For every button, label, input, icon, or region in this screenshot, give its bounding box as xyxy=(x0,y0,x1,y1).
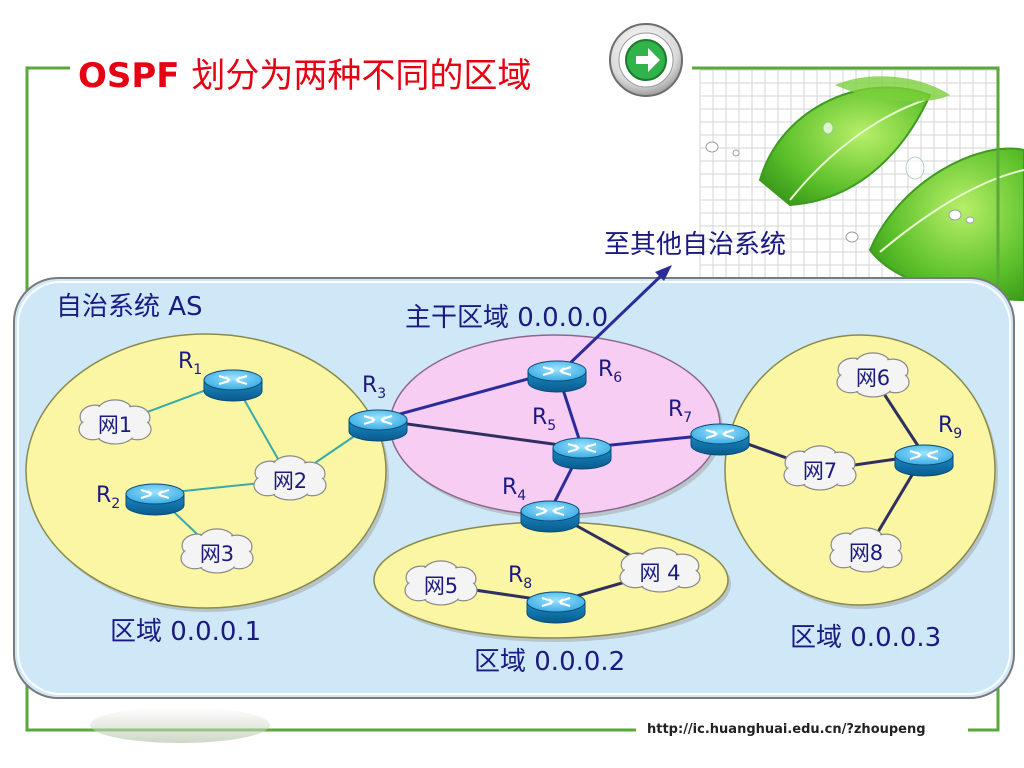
area-2-label: 区域 0.0.0.2 xyxy=(474,647,625,677)
router-arrows-icon xyxy=(542,366,572,376)
router-r1: R1 xyxy=(178,349,263,402)
router-r9: R9 xyxy=(894,413,962,477)
router-label-r4: R4 xyxy=(502,475,526,504)
router-arrows-icon xyxy=(535,506,565,516)
router-arrows-icon xyxy=(705,429,735,439)
network-label: 网3 xyxy=(200,542,234,566)
router-arrows-icon xyxy=(140,489,170,499)
backbone-area-label: 主干区域 0.0.0.0 xyxy=(405,303,608,333)
title-prefix: OSPF xyxy=(78,56,180,96)
green-arrow-right-icon xyxy=(625,39,667,81)
as-label: 自治系统 AS xyxy=(56,292,203,322)
network-cloud-n7: 网7 xyxy=(783,445,857,491)
external-as-label: 至其他自治系统 xyxy=(604,230,786,260)
router-r5: R5 xyxy=(532,405,612,470)
router-arrows-icon xyxy=(909,450,939,460)
router-arrows-icon xyxy=(541,597,571,607)
router-r3: R3 xyxy=(348,373,408,442)
leaf-decoration xyxy=(705,76,1024,302)
network-cloud-n4: 网 4 xyxy=(619,547,701,593)
router-r4: R4 xyxy=(502,475,580,533)
network-label: 网1 xyxy=(98,413,132,437)
title-text: 划分为两种不同的区域 xyxy=(191,56,532,96)
network-cloud-n3: 网3 xyxy=(180,528,254,574)
router-label-r3: R3 xyxy=(362,373,386,402)
network-cloud-n2: 网2 xyxy=(253,455,327,501)
network-label: 网2 xyxy=(273,469,307,493)
network-label: 网8 xyxy=(849,541,883,565)
slide-title: OSPF 划分为两种不同的区域 xyxy=(78,48,531,97)
router-r7: R7 xyxy=(668,397,750,456)
next-slide-button[interactable] xyxy=(609,23,683,97)
external-as-arrow xyxy=(563,265,672,370)
router-label-r9: R9 xyxy=(938,413,962,442)
router-label-r6: R6 xyxy=(598,357,622,386)
source-url: http://ic.huanghuai.edu.cn/?zhoupeng xyxy=(643,722,930,737)
router-label-r7: R7 xyxy=(668,397,692,426)
router-r8: R8 xyxy=(508,563,586,624)
router-r2: R2 xyxy=(96,483,185,516)
router-arrows-icon xyxy=(567,443,597,453)
network-label: 网6 xyxy=(856,366,890,390)
network-cloud-n1: 网1 xyxy=(78,399,152,445)
network-label: 网5 xyxy=(424,574,458,598)
network-cloud-n8: 网8 xyxy=(829,527,903,573)
router-label-r5: R5 xyxy=(532,405,556,434)
networks-layer: 网1 网2 网3 网 4 网5 网6 网7 网8 xyxy=(78,352,910,606)
network-label: 网7 xyxy=(803,459,837,483)
area-3-ellipse xyxy=(724,334,998,609)
backbone-area-ellipse xyxy=(389,334,723,519)
router-arrows-icon xyxy=(218,375,248,385)
bottom-decoration xyxy=(90,707,270,743)
area-3-label: 区域 0.0.0.3 xyxy=(790,623,941,653)
area-1-label: 区域 0.0.0.1 xyxy=(110,617,261,647)
network-cloud-n6: 网6 xyxy=(836,352,910,398)
router-label-r8: R8 xyxy=(508,563,532,592)
router-label-r2: R2 xyxy=(96,483,120,512)
network-label: 网 4 xyxy=(639,561,680,585)
link-r3-r6 xyxy=(377,369,558,422)
network-cloud-n5: 网5 xyxy=(404,560,478,606)
router-label-r1: R1 xyxy=(178,349,202,378)
router-arrows-icon xyxy=(363,415,393,425)
router-r6: R6 xyxy=(527,357,622,393)
link-r3-r5 xyxy=(377,418,583,450)
area-2-ellipse xyxy=(373,521,731,642)
